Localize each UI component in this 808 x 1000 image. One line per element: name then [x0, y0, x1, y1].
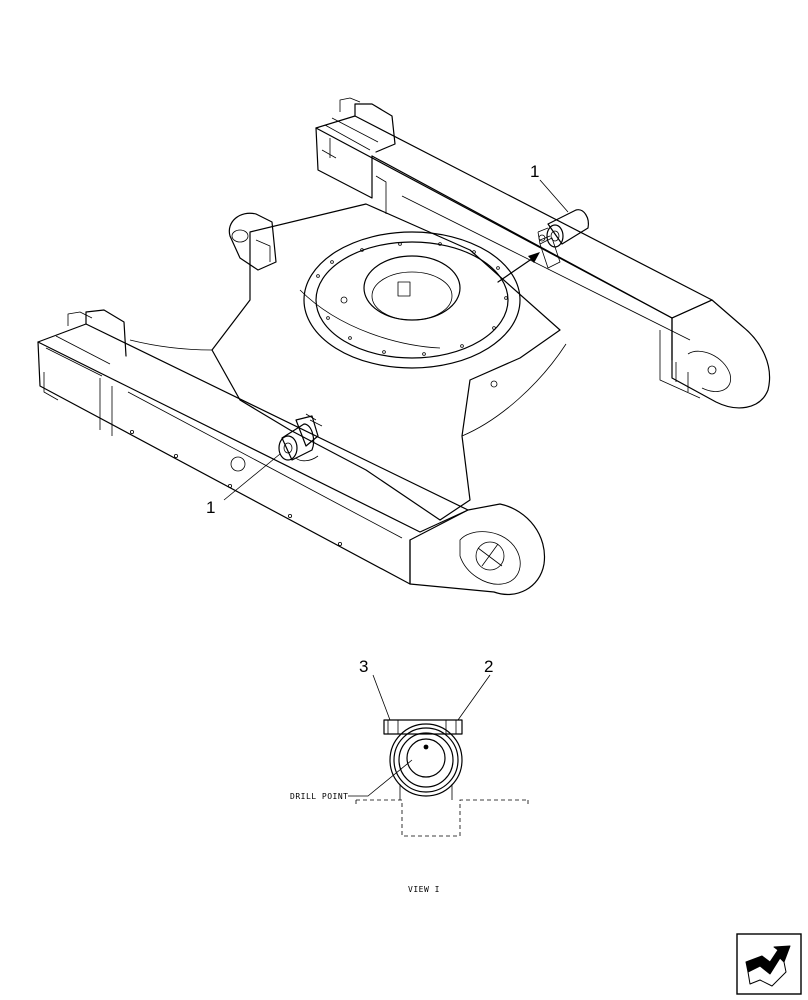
view-label: VIEW I [408, 885, 440, 894]
upper-roller-part [537, 209, 589, 248]
leader-line-3 [372, 674, 391, 721]
callout-item-1-upper: 1 [530, 162, 539, 181]
callout-item-2: 2 [484, 657, 493, 676]
lower-roller-part [278, 413, 323, 462]
leader-line-lower [223, 453, 281, 501]
drill-point-note: DRILL POINT [290, 792, 348, 801]
undercarriage-frame [37, 97, 771, 596]
slewing-ring [303, 231, 521, 388]
leader-line-2 [457, 674, 491, 721]
callout-item-1-lower: 1 [206, 498, 215, 517]
next-page-arrow-icon[interactable] [736, 933, 802, 995]
detail-view [355, 719, 529, 837]
leader-line-upper [539, 179, 569, 213]
drill-point-marker [423, 744, 429, 750]
callout-item-3: 3 [359, 657, 368, 676]
drill-point-leader [348, 759, 413, 797]
